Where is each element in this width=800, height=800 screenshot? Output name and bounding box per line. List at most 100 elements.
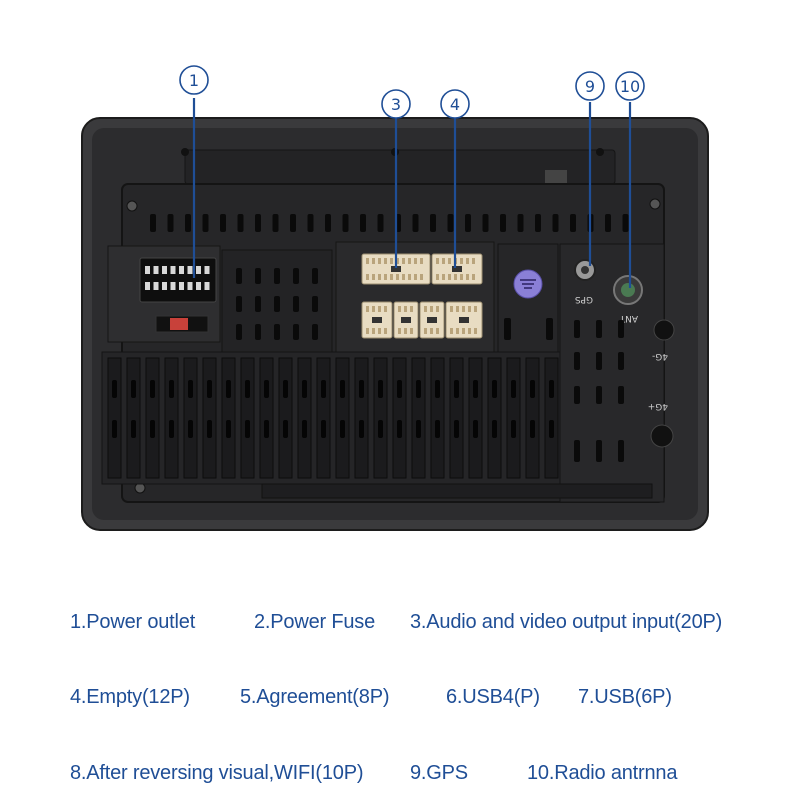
callout-circle <box>615 71 645 101</box>
power-pin <box>187 266 193 274</box>
legend-item-power-fuse: 2.Power Fuse <box>254 611 375 633</box>
callout-marker-4: 4 <box>440 89 470 119</box>
vent-slot <box>274 324 280 340</box>
heatsink-fin <box>392 357 407 479</box>
vent-slot <box>596 386 602 404</box>
power-pin <box>179 282 184 290</box>
vent-slot <box>274 268 280 284</box>
heatsink-fin <box>354 357 369 479</box>
power-pin <box>153 266 159 274</box>
connector-latch <box>459 317 469 323</box>
connector-pin <box>366 258 369 264</box>
connector-pin <box>442 258 445 264</box>
vent-slot <box>511 420 516 438</box>
vent-slot <box>236 296 242 312</box>
connector-pin <box>474 328 477 334</box>
vent-slot <box>293 324 299 340</box>
power-outlet-pins <box>145 266 210 290</box>
vent-slot <box>517 214 524 232</box>
vent-slot <box>150 214 156 232</box>
vent-slot <box>596 352 602 370</box>
power-pin <box>145 266 150 274</box>
connector-pin <box>472 258 475 264</box>
vent-slot <box>482 214 489 232</box>
connector-latch <box>401 317 411 323</box>
radio-antenna-jack-center <box>621 283 635 297</box>
connector-pin <box>424 328 427 334</box>
connector-pin <box>472 274 475 280</box>
connector-pin <box>384 328 387 334</box>
vent-slot <box>272 214 279 232</box>
connector-pin <box>466 258 469 264</box>
legend-item-empty: 4.Empty(12P) <box>70 686 190 708</box>
heatsink-fin <box>335 357 350 479</box>
vent-slot <box>492 420 497 438</box>
4g-port-top <box>653 319 675 341</box>
vent-slot <box>312 324 318 340</box>
connector-latch <box>372 317 382 323</box>
vent-slot <box>255 296 261 312</box>
vent-slot <box>112 420 117 438</box>
connector-pin <box>372 274 375 280</box>
connector-pins <box>366 258 477 334</box>
vent-slot <box>312 296 318 312</box>
vent-slot <box>264 380 269 398</box>
vent-slot <box>245 420 250 438</box>
connector-pin <box>372 328 375 334</box>
connector-pin <box>398 328 401 334</box>
connector-pin <box>468 306 471 312</box>
vent-slot <box>290 214 296 232</box>
connector-latch <box>391 266 401 272</box>
vent-slot <box>618 440 624 462</box>
connector-pin <box>430 306 433 312</box>
power-pin <box>179 266 184 274</box>
vent-slot <box>202 214 209 232</box>
vent-slot <box>552 214 559 232</box>
vent-slot <box>302 420 307 438</box>
power-pin <box>204 282 210 290</box>
connector-pin <box>372 306 375 312</box>
ground-symbol-mark <box>520 279 536 289</box>
screw-icon <box>596 148 604 156</box>
vent-slot <box>618 320 624 338</box>
screw-icon <box>126 200 138 212</box>
vent-slot <box>549 380 554 398</box>
vent-slot <box>530 380 535 398</box>
power-pin <box>170 266 176 274</box>
connector-pin <box>390 258 393 264</box>
vent-slot <box>447 214 454 232</box>
callout-number: 9 <box>585 77 595 96</box>
vent-slot <box>378 420 383 438</box>
connector-pin <box>466 274 469 280</box>
heatsink-fin <box>316 357 331 479</box>
connector-pin <box>430 328 433 334</box>
heatsink-fin <box>164 357 179 479</box>
ant-label: ANT <box>619 313 638 323</box>
vent-slot <box>226 420 231 438</box>
legend-item-audio-video: 3.Audio and video output input(20P) <box>410 611 723 633</box>
heatsink-fins <box>107 357 559 479</box>
power-pin <box>162 282 167 290</box>
callout-number: 10 <box>620 77 640 96</box>
antenna-panel-vents <box>574 320 624 462</box>
screw-icon <box>181 148 189 156</box>
connector-pin <box>402 274 405 280</box>
vent-slot <box>185 214 191 232</box>
vent-slot <box>535 214 541 232</box>
connector-pin <box>384 306 387 312</box>
vent-slot <box>340 380 345 398</box>
legend-item-radio-antenna: 10.Radio antrnna <box>527 762 678 784</box>
connector-pin <box>460 258 463 264</box>
connector-latch <box>452 266 462 272</box>
heatsink-fin <box>221 357 236 479</box>
vent-slot <box>169 420 174 438</box>
vent-slot <box>430 214 436 232</box>
4g-port-bottom <box>650 424 674 448</box>
vent-slot <box>293 268 299 284</box>
connector-pin <box>408 258 411 264</box>
connector-pin <box>378 274 381 280</box>
vent-slot <box>274 296 280 312</box>
connector-pin <box>442 274 445 280</box>
connector-pin <box>378 258 381 264</box>
